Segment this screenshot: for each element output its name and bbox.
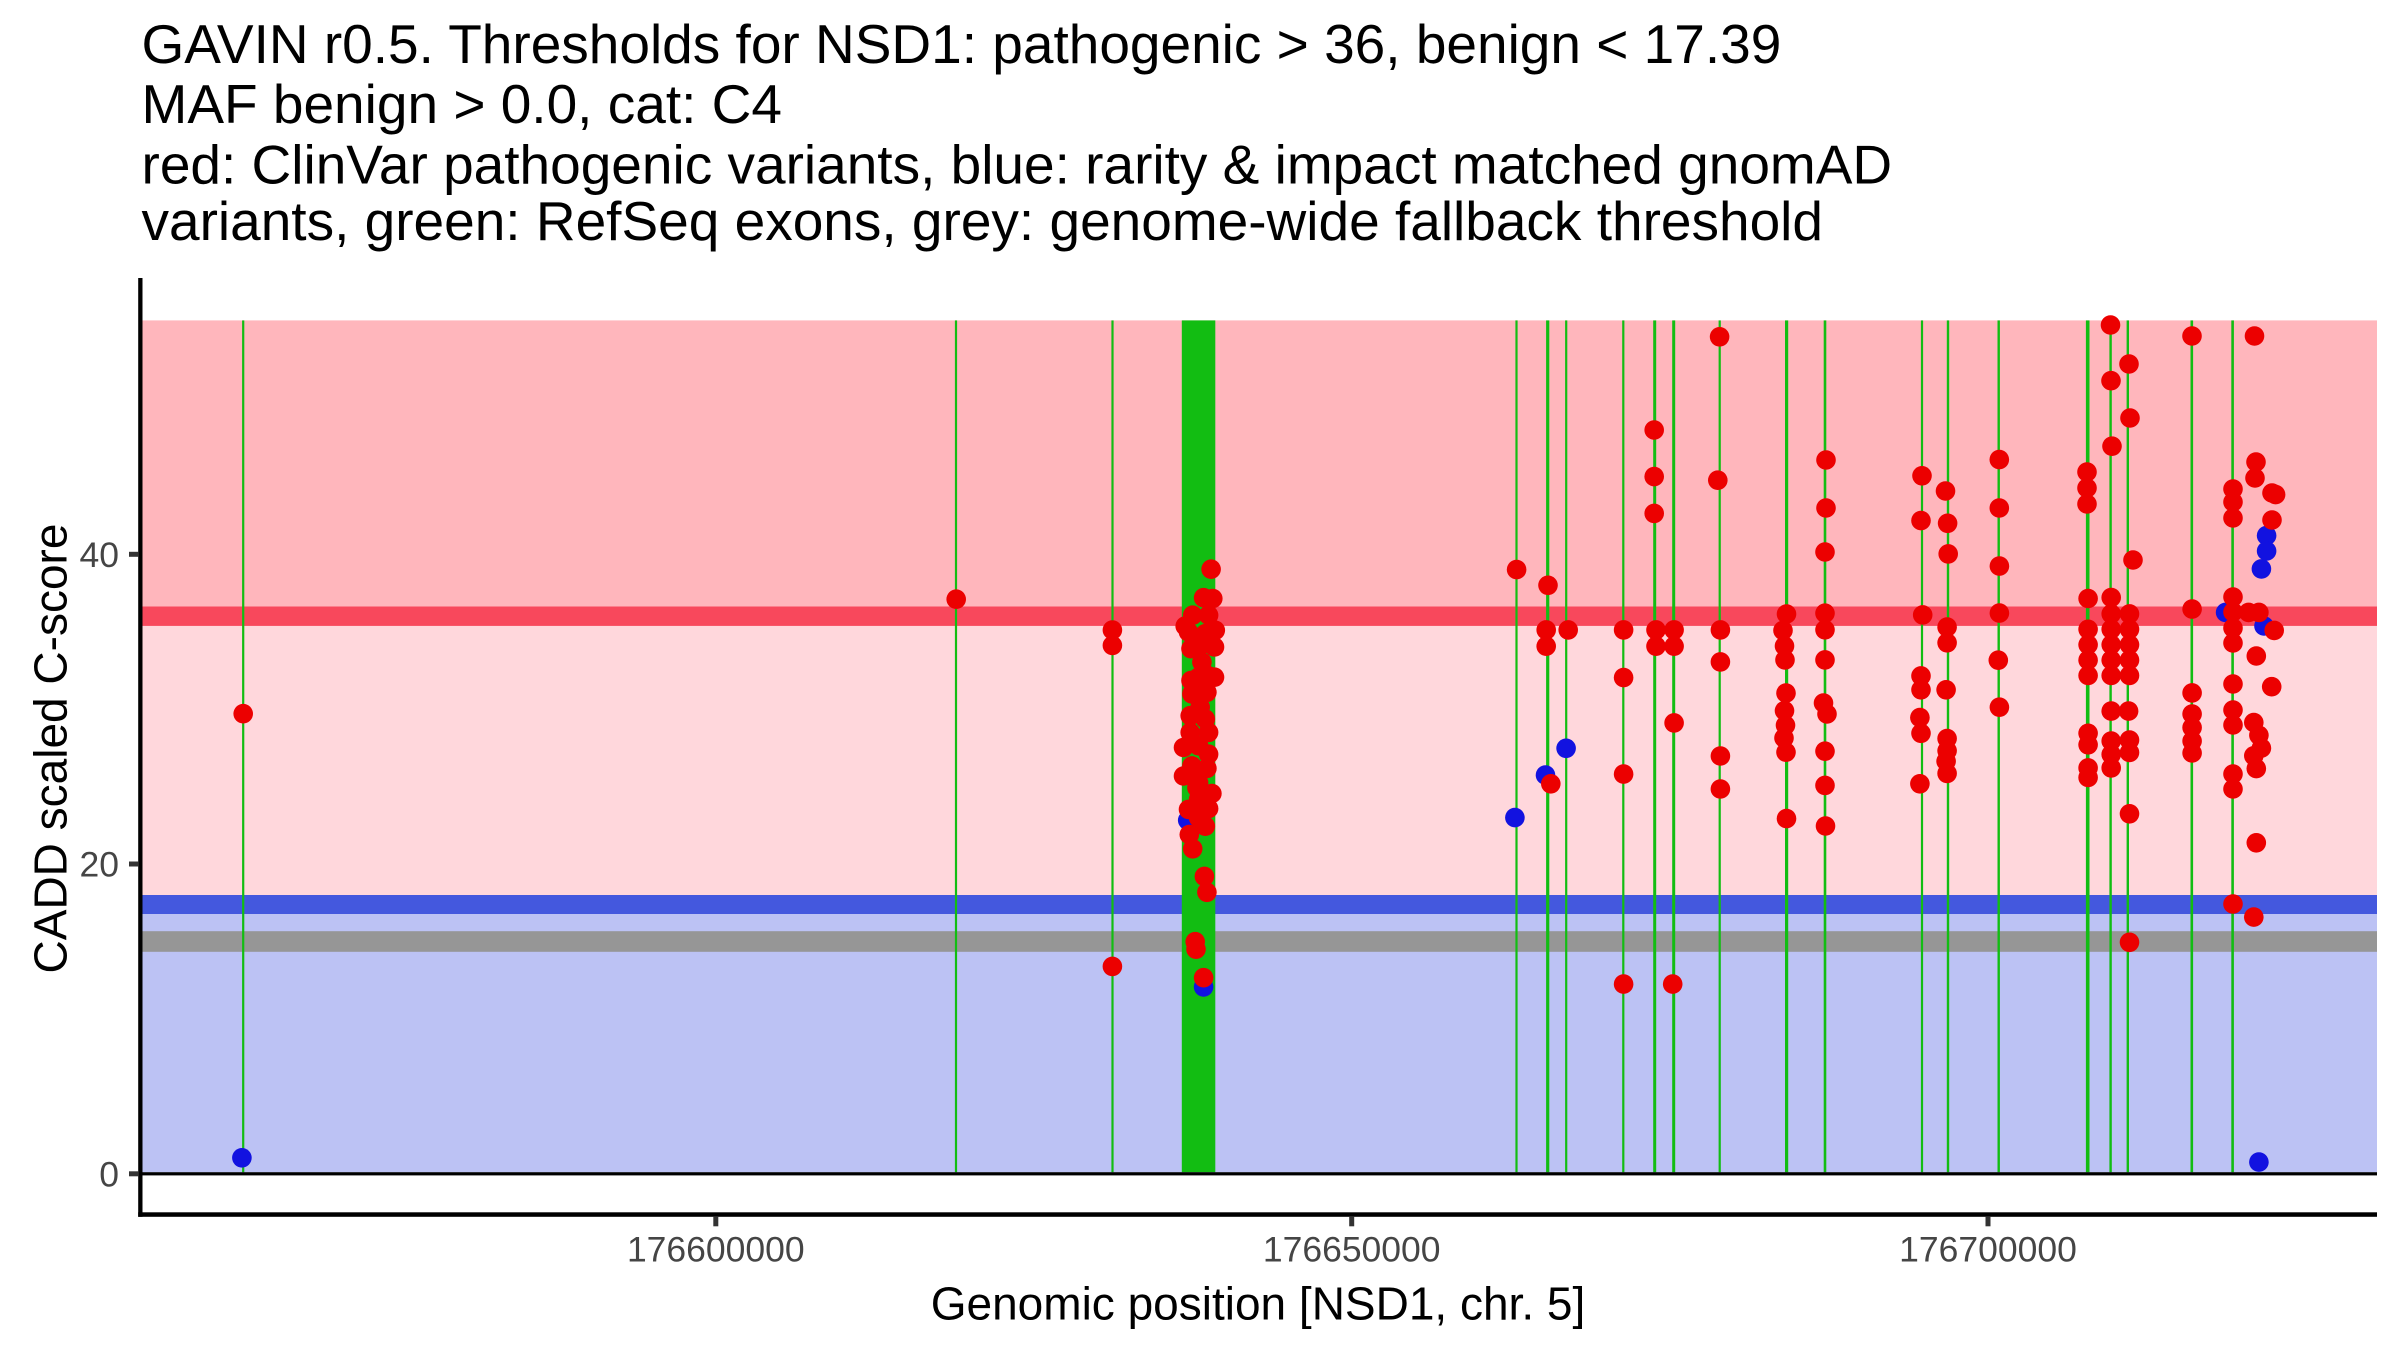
svg-text:Genomic position [NSD1, chr. 5: Genomic position [NSD1, chr. 5] <box>931 1278 1586 1330</box>
svg-text:176600000: 176600000 <box>627 1230 805 1270</box>
svg-text:176650000: 176650000 <box>1263 1230 1441 1270</box>
svg-text:40: 40 <box>80 535 120 575</box>
svg-text:CADD scaled C-score: CADD scaled C-score <box>25 524 77 974</box>
svg-text:176700000: 176700000 <box>1899 1230 2077 1270</box>
svg-text:red: ClinVar pathogenic varian: red: ClinVar pathogenic variants, blue: … <box>142 134 1893 196</box>
svg-text:GAVIN r0.5. Thresholds for NSD: GAVIN r0.5. Thresholds for NSD1: pathoge… <box>142 13 1782 75</box>
svg-text:MAF benign > 0.0, cat: C4: MAF benign > 0.0, cat: C4 <box>142 73 782 135</box>
svg-text:0: 0 <box>99 1154 119 1194</box>
svg-text:variants, green: RefSeq exons,: variants, green: RefSeq exons, grey: gen… <box>142 190 1823 252</box>
svg-text:20: 20 <box>80 845 120 885</box>
